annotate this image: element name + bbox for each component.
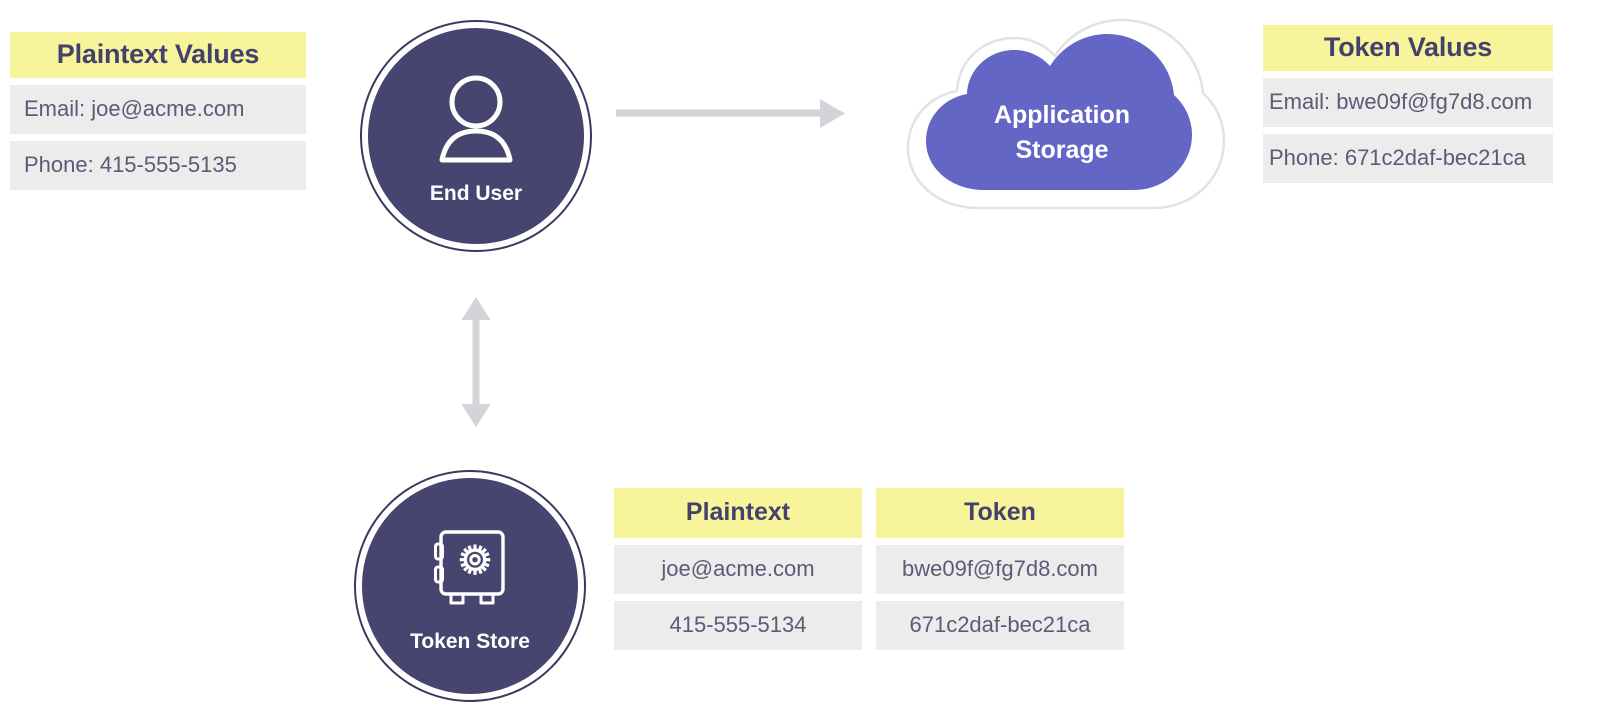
arrow-user-to-cloud: [616, 96, 848, 132]
node-end-user[interactable]: End User: [362, 22, 590, 250]
node-token-store[interactable]: Token Store: [356, 472, 584, 700]
node-token-store-label: Token Store: [410, 630, 530, 653]
token-mapping-table: Plaintext joe@acme.com 415-555-5134 Toke…: [614, 488, 1124, 650]
plaintext-email-row: Email: joe@acme.com: [10, 85, 306, 134]
arrow-up-down-icon: [461, 297, 491, 427]
token-email-row: Email: bwe09f@fg7d8.com: [1263, 78, 1553, 127]
arrow-user-to-store: [455, 295, 497, 429]
token-phone-row: Phone: 671c2daf-bec21ca: [1263, 134, 1553, 183]
node-end-user-label: End User: [429, 182, 523, 205]
token-values-panel: Token Values Email: bwe09f@fg7d8.com Pho…: [1263, 25, 1553, 183]
arrow-right-icon: [616, 99, 845, 128]
plaintext-values-title: Plaintext Values: [10, 32, 306, 78]
mapping-header-token: Token: [876, 488, 1124, 538]
mapping-cell-plaintext-phone: 415-555-5134: [614, 601, 862, 650]
mapping-cell-token-email: bwe09f@fg7d8.com: [876, 545, 1124, 594]
mapping-header-plaintext: Plaintext: [614, 488, 862, 538]
mapping-cell-plaintext-email: joe@acme.com: [614, 545, 862, 594]
token-values-title: Token Values: [1263, 25, 1553, 71]
cloud-icon: [906, 18, 1226, 210]
plaintext-phone-row: Phone: 415-555-5135: [10, 141, 306, 190]
mapping-column-token: Token bwe09f@fg7d8.com 671c2daf-bec21ca: [876, 488, 1124, 650]
user-icon: [424, 68, 528, 177]
node-application-storage[interactable]: Application Storage: [892, 12, 1232, 222]
mapping-column-plaintext: Plaintext joe@acme.com 415-555-5134: [614, 488, 862, 650]
plaintext-values-panel: Plaintext Values Email: joe@acme.com Pho…: [10, 32, 306, 190]
mapping-cell-token-phone: 671c2daf-bec21ca: [876, 601, 1124, 650]
safe-icon: [420, 520, 520, 625]
